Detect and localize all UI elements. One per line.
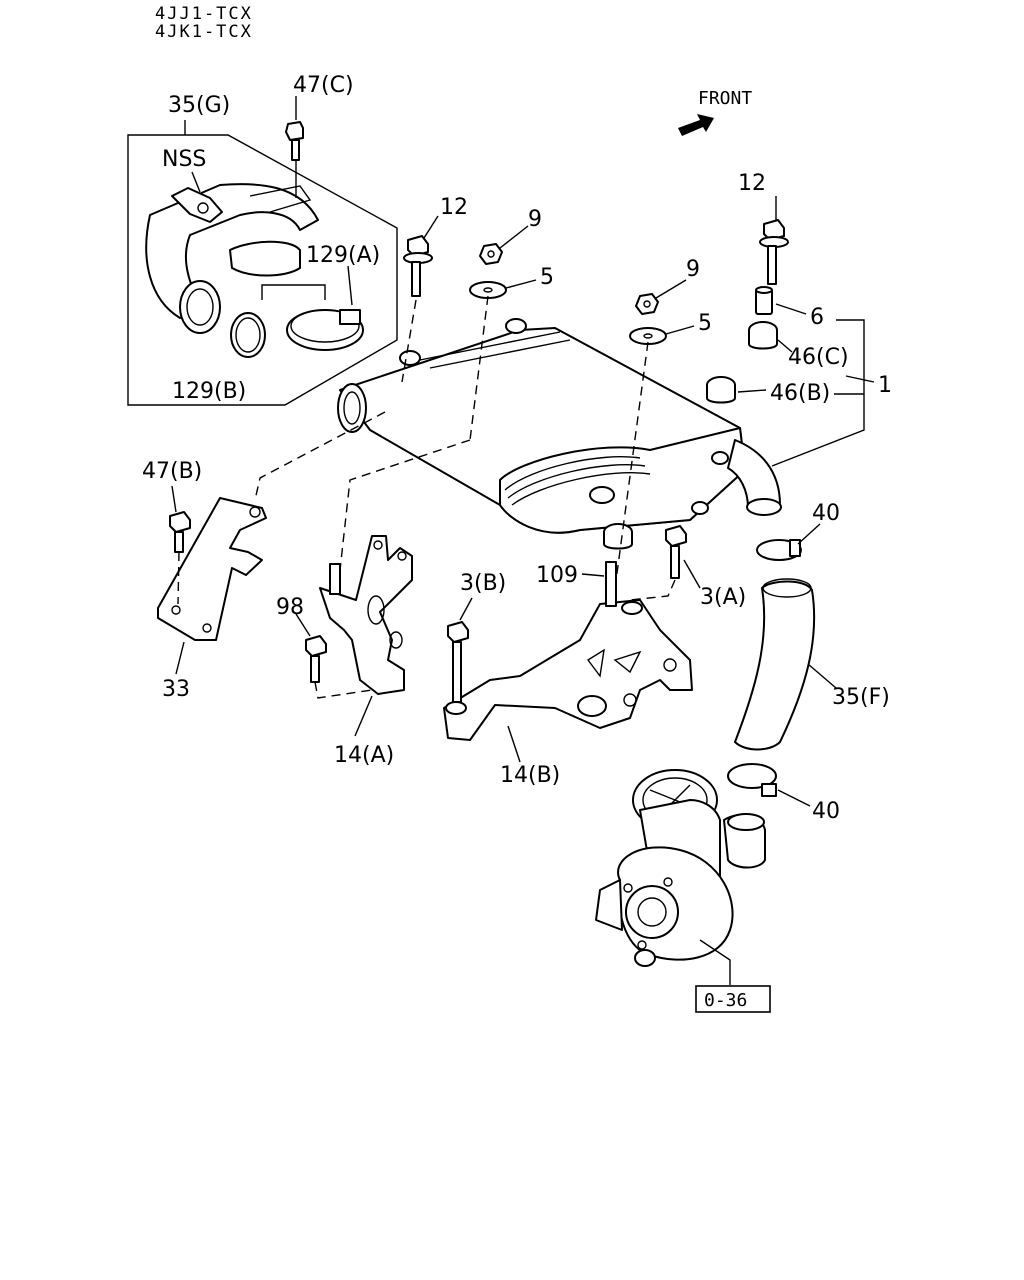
engine-model-1: 4JJ1-TCX xyxy=(155,4,253,24)
callout-9-right: 9 xyxy=(686,257,700,282)
callout-40-lower: 40 xyxy=(812,799,840,824)
callout-98: 98 xyxy=(276,595,304,620)
front-arrow-icon xyxy=(678,114,714,136)
reference-box xyxy=(695,985,771,1013)
engine-model-2: 4JK1-TCX xyxy=(155,22,253,42)
callout-5-left: 5 xyxy=(540,265,554,290)
turbocharger xyxy=(595,769,766,967)
clamp-40-lower xyxy=(727,763,777,797)
bolt-98 xyxy=(305,635,327,683)
callout-129b: 129(B) xyxy=(172,379,246,404)
callout-14a: 14(A) xyxy=(334,743,394,768)
bolt-12-left xyxy=(403,235,433,297)
callout-109: 109 xyxy=(536,563,578,588)
collar-6 xyxy=(755,286,773,315)
nut-9-right xyxy=(635,293,659,315)
stud-109 xyxy=(605,561,617,607)
callout-9-left: 9 xyxy=(528,207,542,232)
nut-9-left xyxy=(479,243,503,265)
hose-35f xyxy=(734,578,816,751)
intercooler-core xyxy=(337,318,782,534)
callout-35g: 35(G) xyxy=(168,93,230,118)
inset-box xyxy=(127,134,398,406)
callout-1: 1 xyxy=(878,373,892,398)
callout-46c: 46(C) xyxy=(788,345,849,370)
callout-33: 33 xyxy=(162,677,190,702)
callout-47c: 47(C) xyxy=(293,73,354,98)
callout-35f: 35(F) xyxy=(832,685,890,710)
clamp-40-upper xyxy=(756,539,802,561)
washer-5-left xyxy=(469,281,507,299)
callout-129a: 129(A) xyxy=(306,243,380,268)
bolt-3a xyxy=(665,525,687,579)
callout-12-left: 12 xyxy=(440,195,468,220)
rubber-mount-46b xyxy=(706,376,736,404)
callout-5-right: 5 xyxy=(698,311,712,336)
callout-14b: 14(B) xyxy=(500,763,560,788)
front-label: FRONT xyxy=(698,88,752,109)
rubber-mount-bottom xyxy=(603,523,633,550)
rubber-mount-46c xyxy=(748,321,778,350)
callout-3b: 3(B) xyxy=(460,571,506,596)
bolt-3b xyxy=(447,621,469,703)
bolt-47c xyxy=(285,121,304,161)
stud-upper xyxy=(329,563,341,595)
callout-3a: 3(A) xyxy=(700,585,746,610)
clamp-129a xyxy=(286,309,364,351)
bolt-47b xyxy=(169,511,191,553)
air-hose-35g xyxy=(145,183,319,334)
callout-12-right: 12 xyxy=(738,171,766,196)
bolt-12-right xyxy=(759,219,789,285)
reference-label: 0-36 xyxy=(704,990,747,1011)
callout-40-upper: 40 xyxy=(812,501,840,526)
callout-6: 6 xyxy=(810,305,824,330)
callout-nss: NSS xyxy=(162,147,206,172)
bracket-14a xyxy=(319,535,413,695)
bracket-14b xyxy=(443,599,693,741)
washer-5-right xyxy=(629,327,667,345)
callout-46b: 46(B) xyxy=(770,381,830,406)
clamp-129b xyxy=(230,312,266,358)
bracket-33 xyxy=(157,497,267,641)
callout-47b: 47(B) xyxy=(142,459,202,484)
